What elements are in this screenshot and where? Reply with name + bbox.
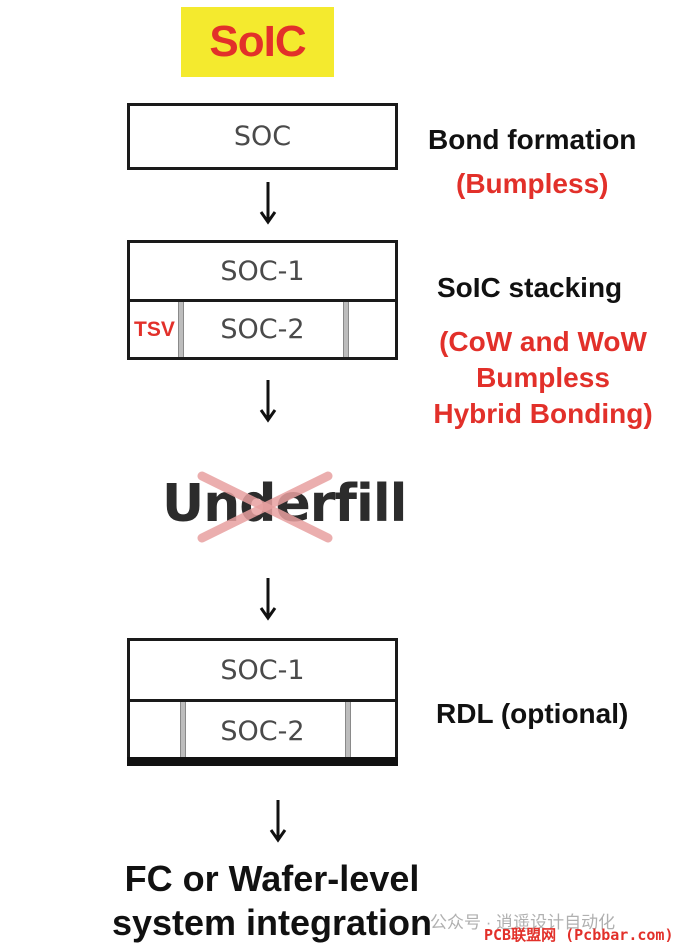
soic-stack: SOC-1 SOC-2 (127, 240, 398, 360)
down-arrow-icon (259, 182, 277, 225)
tsv-via-right (343, 302, 349, 357)
soc-1-layer: SOC-1 (130, 641, 395, 702)
wechat-watermark: 公众号 · 逍遥设计自动化 (430, 913, 616, 932)
soc-2-layer: SOC-2 (130, 302, 395, 357)
soc-box-label: SOC (233, 121, 292, 152)
tsv-via-left (178, 302, 184, 357)
soc-1-layer: SOC-1 (130, 243, 395, 302)
tsv-label: TSV (134, 318, 175, 341)
underfill-label: Underfill (162, 474, 407, 534)
diagram-title: SoIC (209, 17, 306, 66)
soic-stacking-label: SoIC stacking (437, 272, 623, 303)
tsv-via-right (345, 702, 351, 760)
stacking-detail-line-1: (CoW and WoW (439, 326, 647, 357)
stacking-detail-line-3: Hybrid Bonding) (433, 398, 653, 429)
site-watermark: PCB联盟网 (Pcbbar.com) (484, 926, 674, 944)
final-line-2: system integration (111, 902, 433, 943)
soc-1-label: SOC-1 (220, 255, 305, 287)
soc-box: SOC (127, 103, 398, 170)
bond-formation-label: Bond formation (428, 124, 637, 155)
soc-2-label: SOC-2 (220, 715, 305, 747)
stacking-detail-line-2: Bumpless (476, 362, 610, 393)
soc-1-label: SOC-1 (220, 654, 305, 686)
bumpless-label: (Bumpless) (456, 168, 609, 199)
underfill-crossed: Underfill (160, 468, 407, 548)
final-step: FC or Wafer-level system integration (92, 857, 452, 945)
title-badge: SoIC (181, 7, 334, 77)
cross-out-icon (197, 471, 333, 543)
down-arrow-icon (259, 578, 277, 621)
rdl-layer (127, 757, 398, 766)
rdl-label: RDL (optional) (436, 698, 629, 729)
final-line-1: FC or Wafer-level (124, 858, 420, 899)
soc-2-label: SOC-2 (220, 314, 305, 345)
tsv-via-left (180, 702, 186, 760)
soc-2-layer: SOC-2 (130, 702, 395, 760)
rdl-stack: SOC-1 SOC-2 (127, 638, 398, 766)
stacking-details: (CoW and WoW Bumpless Hybrid Bonding) (418, 324, 668, 432)
down-arrow-icon (269, 800, 287, 843)
down-arrow-icon (259, 380, 277, 423)
